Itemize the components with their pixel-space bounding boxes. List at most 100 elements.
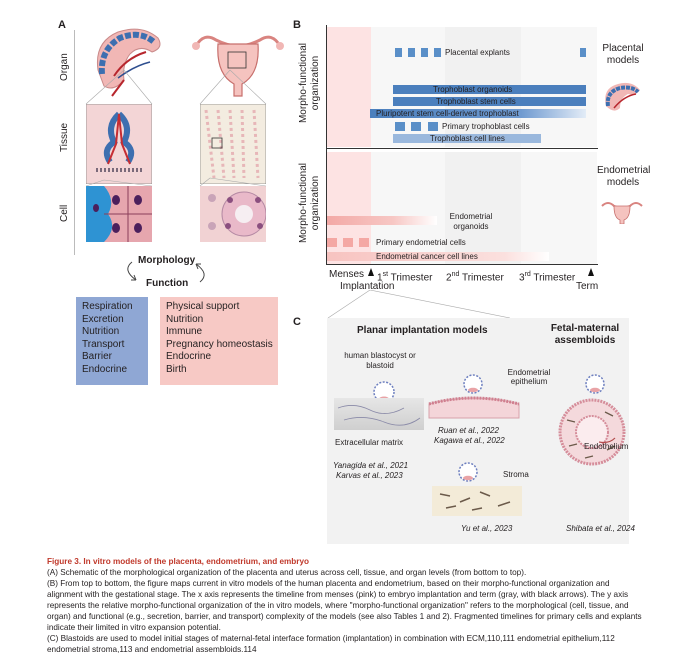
caption-b: (B) From top to bottom, the figure maps …: [47, 579, 642, 632]
trimester-1-word: Trimester: [388, 272, 433, 284]
panel-c-label: C: [293, 316, 301, 328]
function-label: Function: [146, 278, 189, 289]
trimester-1-number: 1: [377, 272, 383, 284]
function-item: Nutrition: [166, 313, 204, 325]
assembloid-ref: Shibata et al., 2024: [566, 524, 635, 533]
uterus-function-box: Physical support Nutrition Immune Pregna…: [160, 297, 278, 385]
menses-label: Menses: [329, 269, 365, 280]
y-axis-line: [326, 25, 327, 265]
ecm-ref-1: Yanagida et al., 2021: [333, 461, 409, 470]
trimester-2-suffix: nd: [451, 271, 460, 278]
trimester-2-word: Trimester: [459, 272, 504, 284]
function-item: Endocrine: [166, 351, 212, 362]
ecm-fibers: [337, 405, 421, 426]
trimester-1-suffix: st: [382, 271, 389, 278]
function-item: Endocrine: [82, 363, 128, 375]
function-item: Physical support: [166, 301, 240, 312]
panel-a-label: A: [58, 19, 66, 31]
level-cell-label: Cell: [59, 204, 70, 222]
endometrium-cell-illustration: [200, 186, 266, 242]
endometrial-models-label: Endometrial models: [597, 165, 651, 188]
trimester-2-number: 2: [446, 272, 452, 284]
endometrial-organoids-bar: [327, 216, 437, 225]
placenta-organ-illustration: [96, 28, 161, 97]
primary-endometrial-bar: [343, 238, 353, 247]
panel-c-zoom-lines: [327, 290, 511, 319]
placenta-icon: [605, 82, 640, 111]
level-axis-line: [74, 30, 75, 255]
level-tissue-label: Tissue: [59, 122, 70, 152]
trophoblast-cell-lines-label: Trophoblast cell lines: [430, 134, 505, 143]
epithelium-model: [428, 374, 520, 419]
placental-explants-label: Placental explants: [445, 48, 510, 57]
trophoblast-stem-cells-bar: [393, 97, 586, 106]
term-label: Term: [576, 281, 599, 292]
placenta-cell-illustration: [86, 186, 152, 242]
uterus-icon: [601, 202, 643, 224]
endometrial-epithelium-label: Endometrial epithelium: [507, 368, 551, 386]
assembloid-model: [558, 374, 626, 466]
ecm-label: Extracellular matrix: [335, 438, 404, 447]
placental-explants-bar: [408, 48, 415, 57]
placenta-function-box: Respiration Excretion Nutrition Transpor…: [76, 297, 148, 385]
ecm-slab: [334, 398, 424, 430]
morphology-label: Morphology: [138, 255, 196, 266]
implantation-arrow: [368, 268, 374, 276]
trimester-3-label: 3rd Trimester: [519, 270, 575, 283]
blastocyst-label: human blastocyst or blastoid: [344, 351, 416, 370]
endometrial-cancer-lines-bar: [327, 252, 549, 261]
trimester-2-label: 2nd Trimester: [446, 270, 504, 283]
stroma-label: Stroma: [503, 470, 529, 479]
trimester-3-number: 3: [519, 272, 525, 284]
trimester-1-label: 1st Trimester: [377, 270, 432, 283]
stroma-model: [432, 462, 522, 516]
primary-endometrial-bar: [327, 238, 337, 247]
panel-b-label: B: [293, 19, 301, 31]
epithelium-ref-1: Ruan et al., 2022: [438, 426, 499, 435]
stroma-ref: Yu et al., 2023: [461, 524, 513, 533]
endothelium-label: Endothelium: [584, 442, 629, 451]
implantation-label: Implantation: [340, 281, 395, 292]
function-item: Nutrition: [82, 326, 120, 337]
function-item: Pregnancy homeostasis: [166, 338, 273, 350]
trophoblast-stem-cells-label: Trophoblast stem cells: [436, 97, 516, 106]
fetal-maternal-title: Fetal-maternal assembloids: [550, 323, 620, 346]
endometrial-organoids-label: Endometrial organoids: [449, 212, 493, 231]
figure-caption: Figure 3. In vitro models of the placent…: [47, 556, 647, 655]
pluripotent-trophoblast-bar: [370, 109, 586, 118]
primary-endometrial-label: Primary endometrial cells: [376, 238, 466, 247]
function-item: Barrier: [82, 351, 113, 362]
uterus-organ-illustration: [192, 35, 284, 97]
trimester-3-suffix: rd: [524, 271, 531, 278]
function-item: Transport: [82, 338, 125, 350]
placental-explants-bar: [395, 48, 402, 57]
primary-trophoblast-bar: [411, 122, 421, 131]
trophoblast-organoids-label: Trophoblast organoids: [433, 85, 513, 94]
function-item: Birth: [166, 363, 187, 375]
function-item: Respiration: [82, 301, 133, 312]
endometrial-yaxis-label: Morpho-functional organization: [298, 162, 321, 244]
primary-trophoblast-bar: [428, 122, 438, 131]
endometrial-cancer-lines-label: Endometrial cancer cell lines: [376, 252, 478, 261]
placental-yaxis-label: Morpho-functional organization: [298, 42, 321, 124]
primary-trophoblast-bar: [395, 122, 405, 131]
placental-models-label: Placental models: [602, 43, 644, 66]
trimester-3-word: Trimester: [530, 272, 576, 284]
function-item: Excretion: [82, 313, 124, 325]
trophoblast-cell-lines-bar: [393, 134, 541, 143]
pluripotent-trophoblast-label: Pluripotent stem cell-derived trophoblas…: [376, 109, 519, 118]
placental-explants-bar: [434, 48, 441, 57]
endometrium-tissue-illustration: [200, 104, 266, 184]
x-axis-line: [326, 264, 598, 265]
caption-c: (C) Blastoids are used to model initial …: [47, 634, 615, 654]
caption-a: (A) Schematic of the morphological organ…: [47, 568, 527, 577]
endometrial-plot-area: [327, 152, 597, 264]
level-organ-label: Organ: [59, 53, 70, 81]
planar-title: Planar implantation models: [357, 325, 488, 336]
trophoblast-organoids-bar: [393, 85, 586, 94]
zoom-connectors: [85, 69, 267, 187]
placental-explants-bar: [421, 48, 428, 57]
placenta-tissue-illustration: [86, 104, 152, 184]
cycle-arrows: [127, 261, 205, 283]
placental-explants-bar: [580, 48, 586, 57]
